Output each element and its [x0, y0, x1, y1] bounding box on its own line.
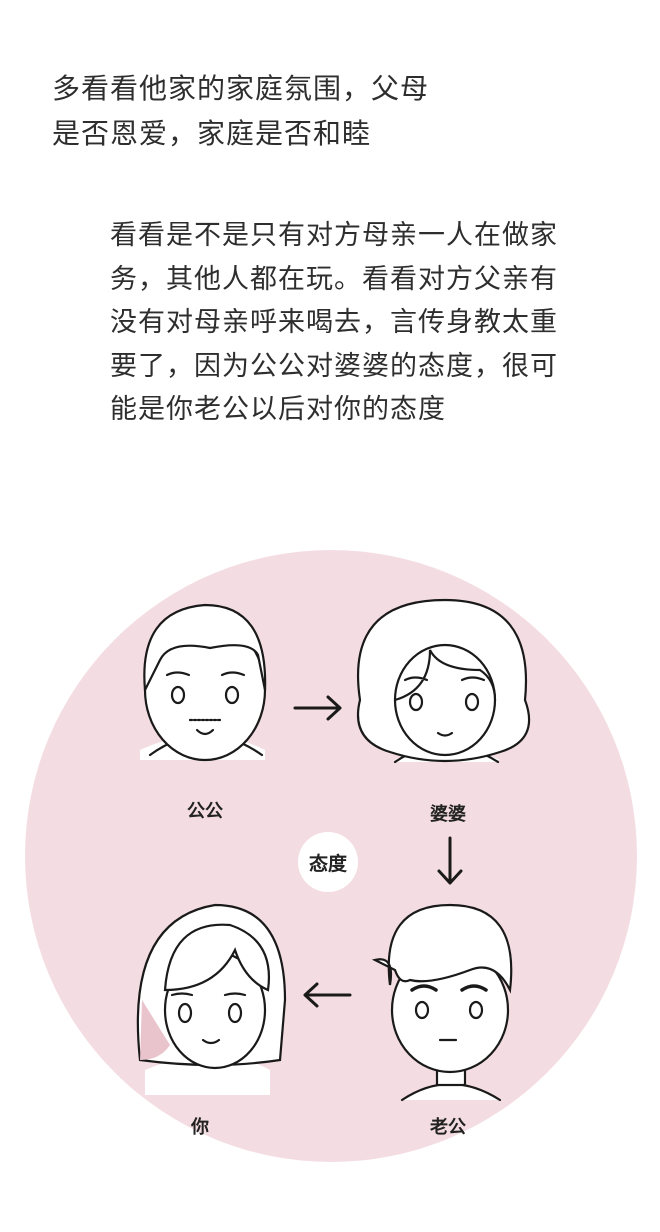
- paragraph-line: 能是你老公以后对你的态度: [110, 394, 446, 425]
- arrow-right-icon: [293, 695, 342, 721]
- mother-in-law-face: [356, 598, 531, 764]
- arrow-left-icon: [303, 982, 352, 1008]
- paragraph-line: 看看是不是只有对方母亲一人在做家: [110, 220, 558, 251]
- husband-face: [371, 903, 513, 1102]
- arrow-down-icon: [437, 836, 463, 885]
- father-in-law-face: [140, 603, 267, 762]
- heading-line: 多看看他家的家庭氛围，父母: [52, 72, 430, 105]
- heading: 多看看他家的家庭氛围，父母 是否恩爱，家庭是否和睦: [52, 66, 429, 156]
- label-you: 你: [191, 1117, 209, 1138]
- paragraph-line: 要了，因为公公对婆婆的态度，很可: [110, 350, 558, 382]
- paragraph-line: 务，其他人都在玩。看看对方父亲有: [110, 263, 558, 295]
- paragraph: 看看是不是只有对方母亲一人在做家 务，其他人都在玩。看看对方父亲有 没有对母亲呼…: [110, 214, 630, 432]
- heading-line: 是否恩爱，家庭是否和睦: [52, 117, 372, 150]
- paragraph-line: 没有对母亲呼来喝去，言传身教太重: [110, 307, 558, 338]
- label-father-in-law: 公公: [187, 801, 223, 822]
- attitude-badge: 态度: [298, 832, 358, 892]
- label-husband: 老公: [430, 1117, 466, 1138]
- label-mother-in-law: 婆婆: [430, 804, 466, 825]
- you-face: [136, 903, 287, 1095]
